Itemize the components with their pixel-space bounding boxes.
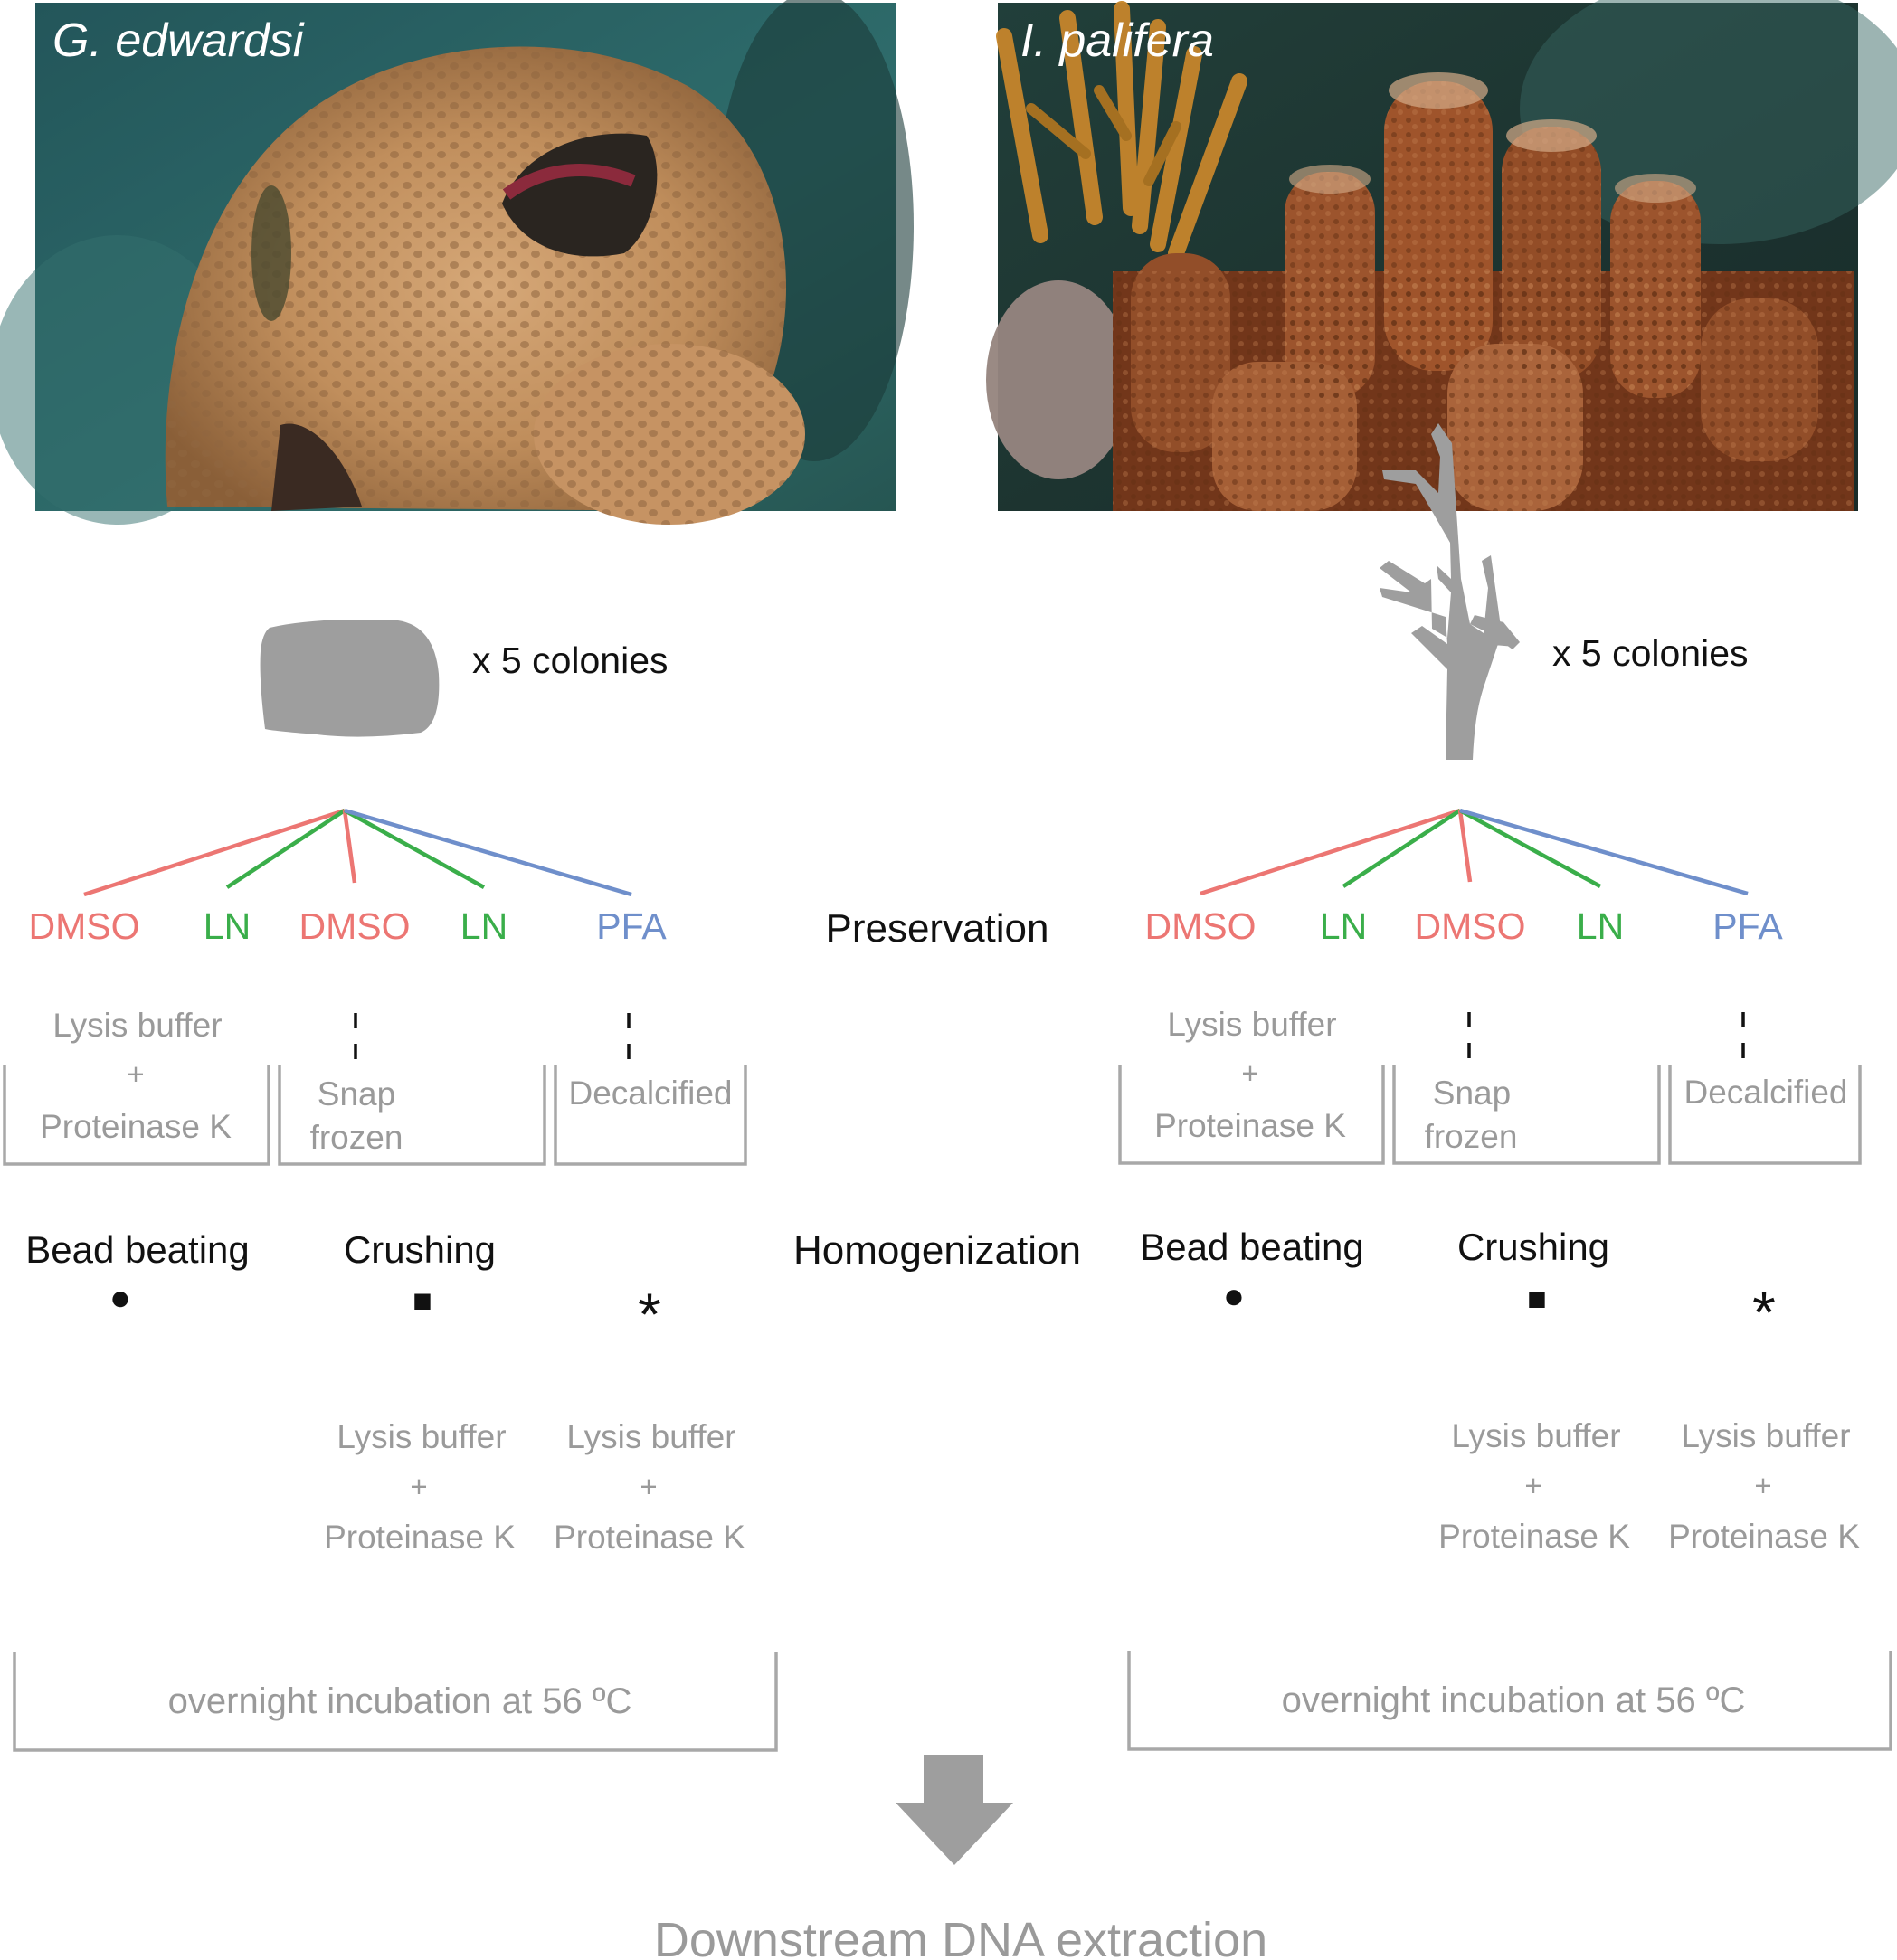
incubation-bracket bbox=[13, 1652, 778, 1752]
proteinase-k-label: Proteinase K bbox=[554, 1519, 745, 1556]
lysis-buffer-label: Lysis buffer bbox=[337, 1418, 506, 1455]
circle-marker-icon: ● bbox=[1223, 1276, 1245, 1316]
preservation-label-dmso: DMSO bbox=[1145, 905, 1257, 947]
branch-line-ln bbox=[1458, 809, 1602, 888]
decalcified-label: Decalcified bbox=[1684, 1074, 1848, 1111]
preservation-label-ln: LN bbox=[1320, 905, 1367, 947]
snap-label: Snap bbox=[318, 1075, 395, 1113]
asterisk-marker-icon: * bbox=[638, 1281, 661, 1348]
proteinase-k-label: Proteinase K bbox=[40, 1108, 232, 1145]
circle-marker-icon: ● bbox=[109, 1278, 131, 1318]
proteinase-k-label: Proteinase K bbox=[1154, 1107, 1346, 1144]
crushing-label: Crushing bbox=[344, 1228, 496, 1271]
incubation-label: overnight incubation at 56 ºC bbox=[168, 1681, 632, 1721]
pre-snap-group: Snap frozen bbox=[278, 1013, 546, 1166]
frozen-label: frozen bbox=[310, 1119, 403, 1156]
proteinase-k-label: Proteinase K bbox=[324, 1519, 516, 1556]
crushing-label: Crushing bbox=[1457, 1226, 1609, 1268]
pre-lysis-group: Lysis buffer + Proteinase K bbox=[3, 1007, 270, 1166]
square-marker-icon: ■ bbox=[1527, 1280, 1547, 1317]
branch-line-dmso bbox=[1457, 810, 1473, 883]
branching-coral-silhouette-icon bbox=[1380, 423, 1520, 760]
bead-beating-label: Bead beating bbox=[25, 1228, 250, 1271]
post-lysis-crushing: Lysis buffer + Proteinase K bbox=[324, 1418, 516, 1556]
pre-decal-group: Decalcified bbox=[554, 1013, 747, 1166]
homogenization-stage-label: Homogenization bbox=[793, 1228, 1081, 1273]
preservation-branches bbox=[1200, 808, 1749, 896]
snap-label: Snap bbox=[1433, 1075, 1511, 1112]
lysis-buffer-label: Lysis buffer bbox=[566, 1418, 735, 1455]
g-edwardsi-panel: G. edwardsi x 5 colonies DMSO LN DMSO LN PFA… bbox=[0, 0, 914, 1752]
plus-sign: + bbox=[410, 1470, 427, 1503]
preservation-label-dmso: DMSO bbox=[299, 905, 411, 947]
preservation-label-pfa: PFA bbox=[1712, 905, 1783, 947]
lysis-bracket bbox=[1118, 1065, 1385, 1165]
i-palifera-panel: I. palifera x 5 colonies DMSO LN DMSO LN PFA… bbox=[986, 0, 1897, 1751]
bead-beating-label: Bead beating bbox=[1140, 1226, 1364, 1268]
proteinase-k-label: Proteinase K bbox=[1668, 1518, 1860, 1555]
species-name: I. palifera bbox=[1020, 14, 1214, 67]
colony-count: x 5 colonies bbox=[472, 639, 669, 681]
square-marker-icon: ■ bbox=[413, 1282, 432, 1319]
preservation-label-dmso: DMSO bbox=[1415, 905, 1526, 947]
species-name: G. edwardsi bbox=[52, 14, 305, 67]
lysis-buffer-label: Lysis buffer bbox=[1167, 1006, 1336, 1043]
preservation-label-ln: LN bbox=[460, 905, 507, 947]
pre-decal-group: Decalcified bbox=[1668, 1012, 1862, 1165]
g-edwardsi-photo bbox=[0, 0, 914, 525]
snap-bracket bbox=[1392, 1065, 1661, 1165]
lysis-buffer-label: Lysis buffer bbox=[1681, 1417, 1850, 1454]
plus-sign: + bbox=[1754, 1469, 1771, 1502]
frozen-label: frozen bbox=[1425, 1118, 1518, 1155]
snap-bracket bbox=[278, 1065, 546, 1166]
preservation-label-dmso: DMSO bbox=[29, 905, 140, 947]
proteinase-k-label: Proteinase K bbox=[1438, 1518, 1630, 1555]
branch-line-ln bbox=[343, 809, 486, 889]
plus-sign: + bbox=[127, 1057, 144, 1091]
preservation-label-ln: LN bbox=[204, 905, 251, 947]
branch-line-dmso bbox=[83, 808, 346, 897]
asterisk-marker-icon: * bbox=[1752, 1279, 1776, 1346]
preservation-label-ln: LN bbox=[1577, 905, 1624, 947]
preservation-branches bbox=[83, 808, 632, 897]
colony-count: x 5 colonies bbox=[1552, 632, 1749, 674]
preservation-labels: DMSO LN DMSO LN PFA bbox=[1145, 905, 1784, 947]
post-lysis-crushing: Lysis buffer + Proteinase K bbox=[1438, 1417, 1630, 1555]
plus-sign: + bbox=[1241, 1056, 1258, 1090]
preservation-stage-label: Preservation bbox=[825, 906, 1048, 951]
i-palifera-photo bbox=[986, 0, 1897, 511]
downstream-extraction-label: Downstream DNA extraction bbox=[654, 1913, 1267, 1960]
plus-sign: + bbox=[640, 1470, 657, 1503]
pre-snap-group: Snap frozen bbox=[1392, 1012, 1661, 1165]
pre-lysis-group: Lysis buffer + Proteinase K bbox=[1118, 1006, 1385, 1165]
lysis-bracket bbox=[3, 1065, 270, 1166]
lysis-buffer-label: Lysis buffer bbox=[1451, 1417, 1620, 1454]
incubation-label: overnight incubation at 56 ºC bbox=[1282, 1681, 1746, 1720]
decal-bracket bbox=[1668, 1065, 1862, 1165]
branch-line-pfa bbox=[344, 808, 632, 897]
lysis-buffer-label: Lysis buffer bbox=[52, 1007, 222, 1044]
branch-line-ln bbox=[1342, 809, 1462, 888]
decalcified-label: Decalcified bbox=[569, 1075, 733, 1112]
plus-sign: + bbox=[1524, 1469, 1541, 1502]
massive-coral-silhouette-icon bbox=[260, 620, 440, 737]
post-lysis-decalcified: Lysis buffer + Proteinase K bbox=[554, 1418, 745, 1556]
branch-line-dmso bbox=[1200, 808, 1461, 896]
preservation-labels: DMSO LN DMSO LN PFA bbox=[29, 905, 668, 947]
branch-line-ln bbox=[225, 809, 346, 889]
branch-line-dmso bbox=[342, 810, 357, 884]
preservation-label-pfa: PFA bbox=[596, 905, 667, 947]
decal-bracket bbox=[554, 1065, 747, 1166]
incubation-bracket bbox=[1127, 1651, 1892, 1751]
branch-line-pfa bbox=[1459, 808, 1749, 896]
post-lysis-decalcified: Lysis buffer + Proteinase K bbox=[1668, 1417, 1860, 1555]
down-arrow-icon bbox=[896, 1755, 1013, 1865]
